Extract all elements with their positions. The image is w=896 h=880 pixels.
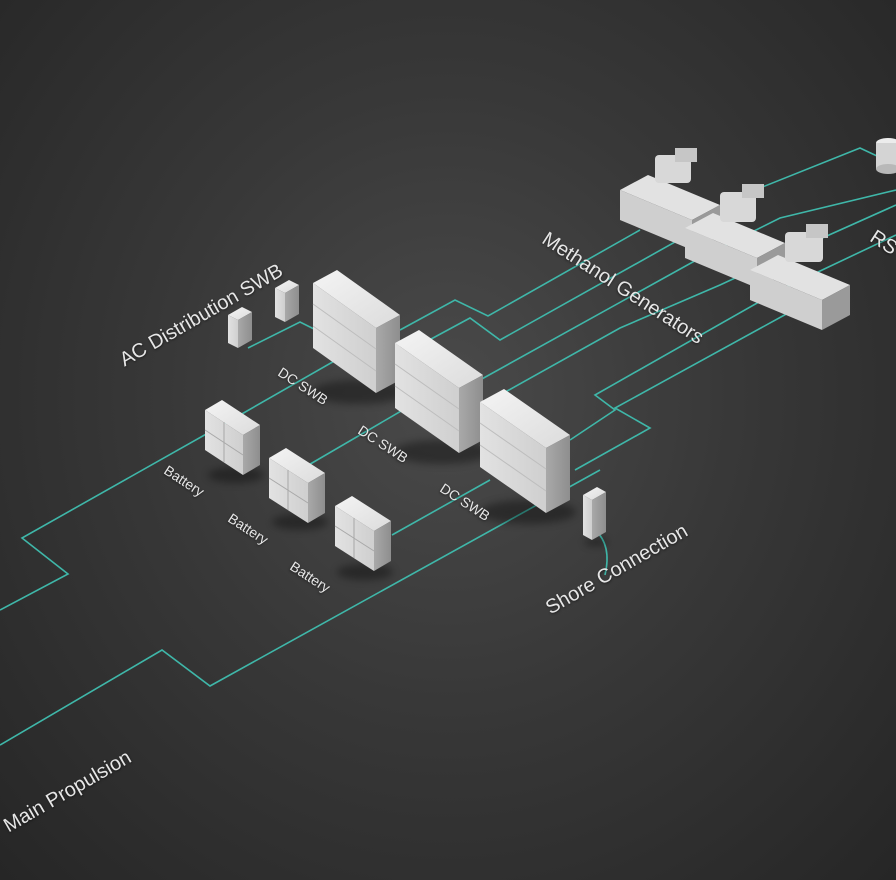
cable-gen-5 [574, 311, 791, 471]
cable-gen-4 [569, 234, 896, 441]
methanol-generator-3 [750, 224, 850, 330]
cable-main-propulsion-upper [0, 414, 241, 611]
ac-distribution-box-1 [228, 307, 252, 348]
cable-main-propulsion-lower [0, 469, 601, 746]
rs-unit [876, 138, 896, 174]
cable-gen-1 [399, 229, 641, 331]
dc-swb-cabinet-2 [394, 330, 483, 453]
dc-swb-cabinet-3 [479, 389, 570, 513]
cable-battery-1 [239, 351, 351, 416]
cable-ac-dist [247, 321, 321, 349]
battery-unit-1 [204, 400, 260, 475]
methanol-generator-1 [620, 148, 720, 250]
cable-battery-3 [391, 479, 491, 536]
battery-unit-2 [268, 448, 325, 523]
ac-distribution-box-2 [275, 280, 299, 322]
cable-gen-3 [499, 204, 896, 396]
cable-battery-2 [299, 399, 421, 471]
battery-unit-3 [334, 496, 391, 571]
dc-swb-cabinet-1 [312, 270, 400, 393]
shore-connection-box [583, 487, 606, 540]
